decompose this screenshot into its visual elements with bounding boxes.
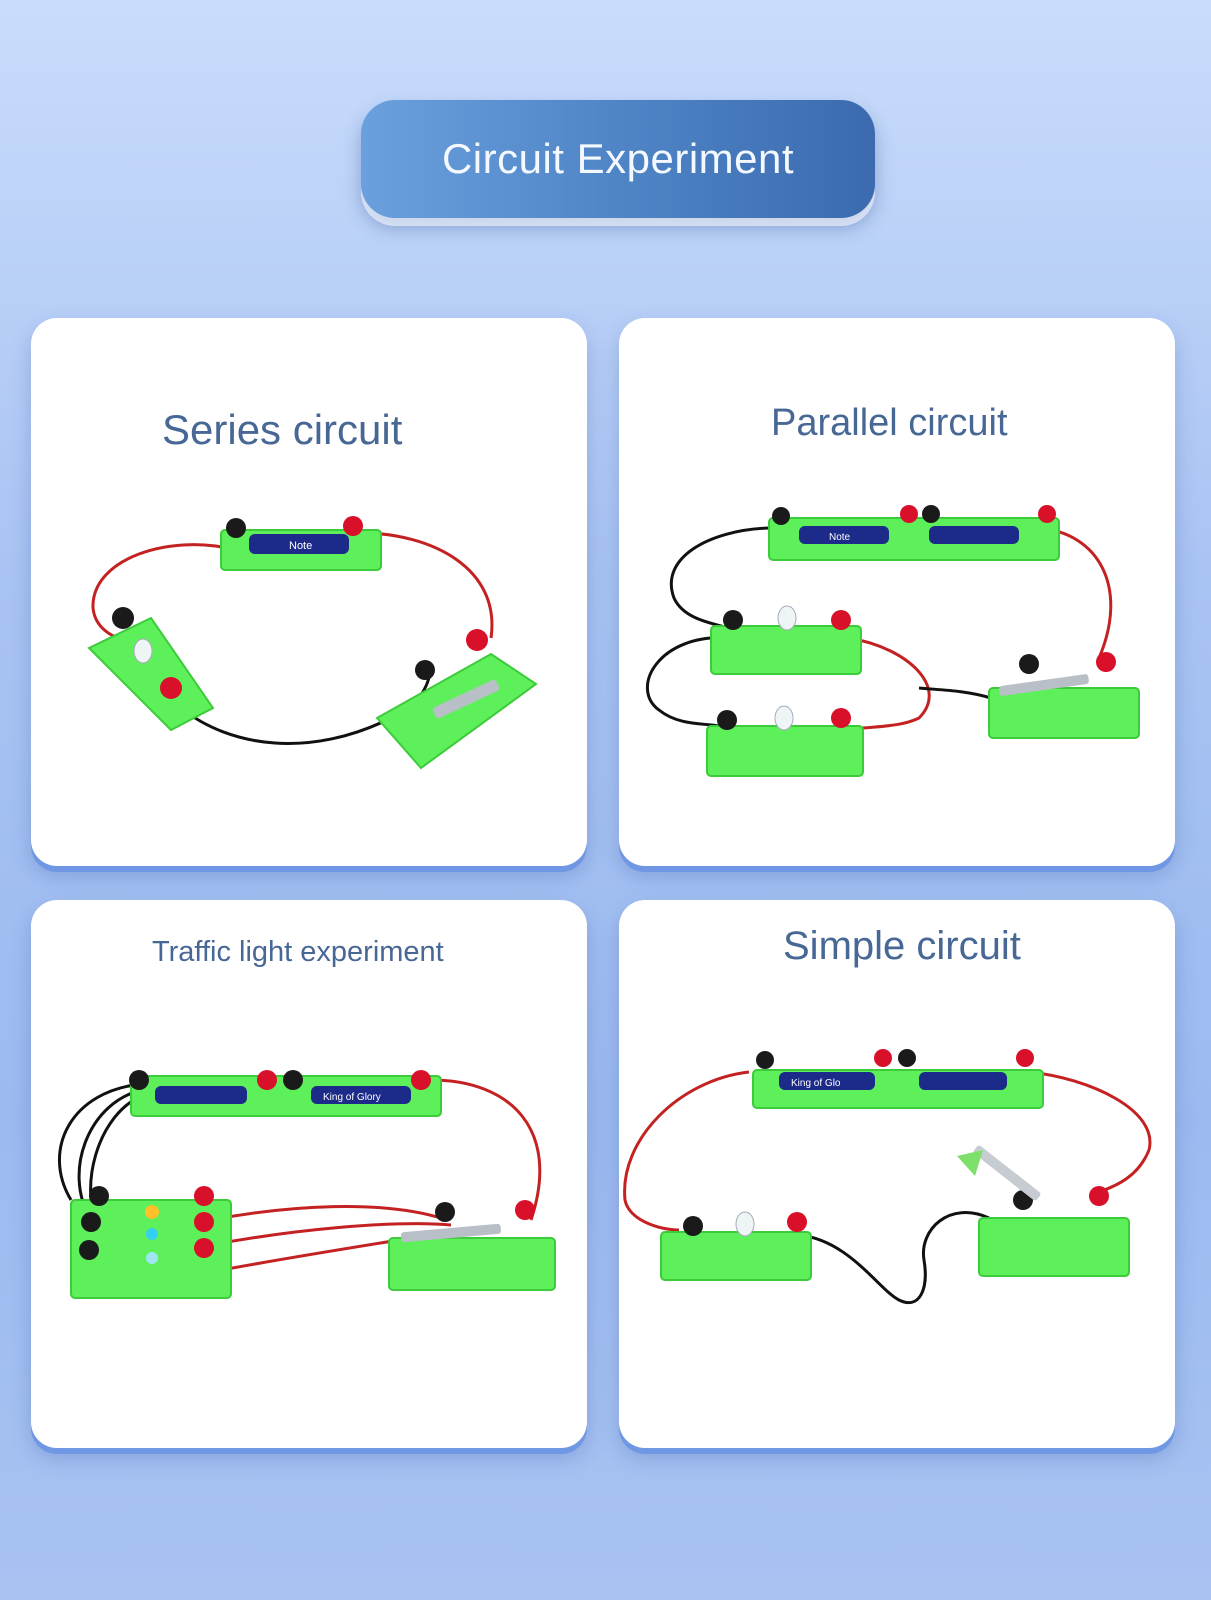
simple-circuit-illustration: King of Glo bbox=[623, 1049, 1152, 1304]
card-title-parallel: Parallel circuit bbox=[771, 402, 1008, 444]
terminal-red bbox=[160, 677, 182, 699]
traffic-light-yellow-icon bbox=[145, 1205, 159, 1219]
switch-board bbox=[375, 652, 538, 770]
switch-lever-icon bbox=[432, 679, 500, 719]
card-series-circuit: Series circuit Note bbox=[31, 318, 587, 866]
battery-label: King of Glory bbox=[323, 1092, 381, 1103]
card-title-series: Series circuit bbox=[162, 406, 403, 453]
red-wire bbox=[360, 531, 494, 639]
card-title-traffic-light: Traffic light experiment bbox=[152, 936, 444, 968]
bulb-board bbox=[87, 616, 215, 732]
switch-lever-icon bbox=[973, 1145, 1041, 1201]
terminal-black bbox=[112, 607, 134, 629]
switch-lever-icon bbox=[999, 674, 1089, 696]
red-wire bbox=[91, 543, 237, 642]
bulb-icon bbox=[735, 1211, 755, 1237]
battery-label: King of Glo bbox=[791, 1078, 841, 1089]
bulb-icon bbox=[133, 638, 153, 664]
traffic-light-blue-icon bbox=[146, 1228, 158, 1240]
bulb-icon bbox=[774, 705, 794, 731]
terminal-black bbox=[226, 518, 246, 538]
switch-handle-icon bbox=[957, 1150, 983, 1176]
series-circuit-illustration: Note bbox=[87, 516, 538, 770]
traffic-light-illustration: King of Glory bbox=[57, 1070, 556, 1299]
bulb-icon bbox=[777, 605, 797, 631]
terminal-black bbox=[415, 660, 435, 680]
switch-lever-icon bbox=[401, 1223, 501, 1243]
card-traffic-light: Traffic light experiment King of Glory bbox=[31, 900, 587, 1448]
card-simple-circuit: Simple circuit King of Glo bbox=[619, 900, 1175, 1448]
parallel-circuit-illustration: Note bbox=[646, 505, 1140, 777]
battery-icon bbox=[249, 534, 349, 554]
battery-label: Note bbox=[829, 532, 851, 543]
title-banner: Circuit Experiment bbox=[361, 100, 875, 218]
terminal-red bbox=[466, 629, 488, 651]
page-title: Circuit Experiment bbox=[441, 135, 795, 182]
card-parallel-circuit: Parallel circuit Note bbox=[619, 318, 1175, 866]
terminal-red bbox=[343, 516, 363, 536]
card-title-simple: Simple circuit bbox=[783, 924, 1021, 968]
traffic-light-blue-icon bbox=[146, 1252, 158, 1264]
battery-label: Note bbox=[289, 540, 312, 552]
